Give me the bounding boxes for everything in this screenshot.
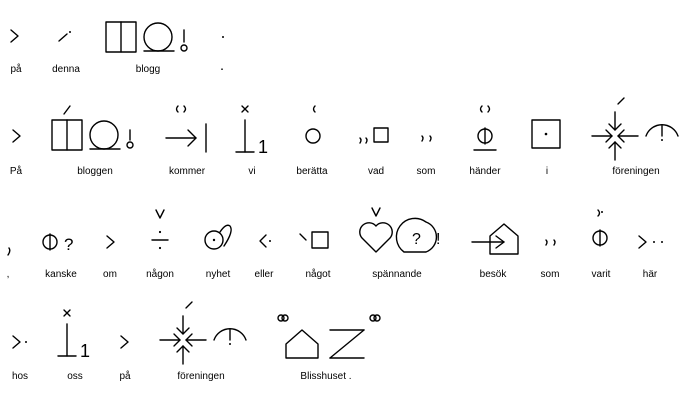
bliss-blogg-icon	[105, 21, 188, 53]
word-label-vi: vi	[248, 166, 256, 177]
bliss-nagot-icon	[299, 231, 329, 249]
word-label-hos: hos	[11, 371, 29, 382]
bliss-hos-icon	[12, 335, 27, 349]
bliss-vi-icon: 1	[235, 105, 268, 157]
word-label-kommer: kommer	[168, 166, 206, 177]
word-label-har: här	[642, 269, 658, 280]
word-label-i: i	[545, 166, 549, 177]
word-label-blogg: blogg	[135, 64, 161, 75]
word-label-som-2: som	[540, 269, 560, 280]
bliss-kommer-icon	[165, 105, 207, 153]
bliss-som-icon	[421, 135, 432, 142]
bliss-comma-icon	[7, 247, 11, 256]
word-label-comma: ,	[6, 269, 10, 280]
svg-text:?: ?	[412, 231, 421, 248]
word-label-bloggen: bloggen	[77, 166, 113, 177]
word-label-blisshuset: Blisshuset .	[300, 371, 352, 382]
bliss-om-icon	[106, 235, 115, 249]
svg-text:!: !	[436, 231, 440, 248]
bliss-beratta-icon	[305, 105, 321, 144]
bliss-bloggen-icon	[51, 105, 134, 151]
bliss-besok-icon	[471, 223, 519, 255]
bliss-pa-icon	[10, 29, 19, 43]
bliss-hander-icon	[473, 105, 497, 151]
word-label-besok: besök	[479, 269, 507, 280]
word-label-hander: händer	[469, 166, 501, 177]
word-label-nyhet: nyhet	[205, 269, 231, 280]
bliss-denna-icon	[58, 31, 71, 42]
bliss-har-icon	[638, 235, 663, 249]
bliss-i-icon	[531, 119, 561, 149]
bliss-som-icon	[545, 239, 556, 246]
bliss-foreningen-icon	[591, 97, 679, 161]
word-label-foreningen: föreningen	[612, 166, 660, 177]
word-label-oss: oss	[67, 371, 83, 382]
word-label-kanske: kanske	[45, 269, 77, 280]
bliss-vad-icon	[359, 127, 389, 144]
word-label-vad: vad	[367, 166, 385, 177]
bliss-period-icon	[222, 36, 224, 38]
bliss-kanske-icon: ?	[42, 233, 73, 254]
bliss-pa-icon	[12, 129, 21, 143]
svg-text:1: 1	[80, 341, 90, 361]
word-label-eller: eller	[254, 269, 274, 280]
word-label-pa-capital: På	[9, 166, 23, 177]
bliss-nyhet-icon	[204, 224, 232, 250]
bliss-nagon-icon	[151, 209, 169, 250]
word-label-beratta: berätta	[296, 166, 328, 177]
word-label-nagon: någon	[146, 269, 174, 280]
word-label-denna: denna	[52, 64, 80, 75]
word-label-som: som	[416, 166, 436, 177]
bliss-pa-icon	[120, 335, 129, 349]
word-label-spannande: spännande	[372, 269, 422, 280]
bliss-spannande-icon: ? !	[359, 207, 440, 253]
bliss-foreningen-icon	[159, 301, 247, 365]
bliss-eller-icon	[259, 234, 271, 248]
word-label-pa-2: på	[119, 371, 131, 382]
svg-text:?: ?	[64, 235, 73, 254]
word-label-foreningen-2: föreningen	[177, 371, 225, 382]
svg-text:1: 1	[258, 137, 268, 157]
bliss-varit-icon	[592, 209, 608, 247]
word-label-nagot: något	[305, 269, 331, 280]
bliss-blisshuset-icon	[277, 314, 381, 359]
word-label-period: .	[220, 62, 224, 73]
word-label-om: om	[103, 269, 117, 280]
word-label-varit: varit	[591, 269, 611, 280]
word-label-pa: på	[10, 64, 22, 75]
bliss-oss-icon: 1	[57, 309, 90, 361]
